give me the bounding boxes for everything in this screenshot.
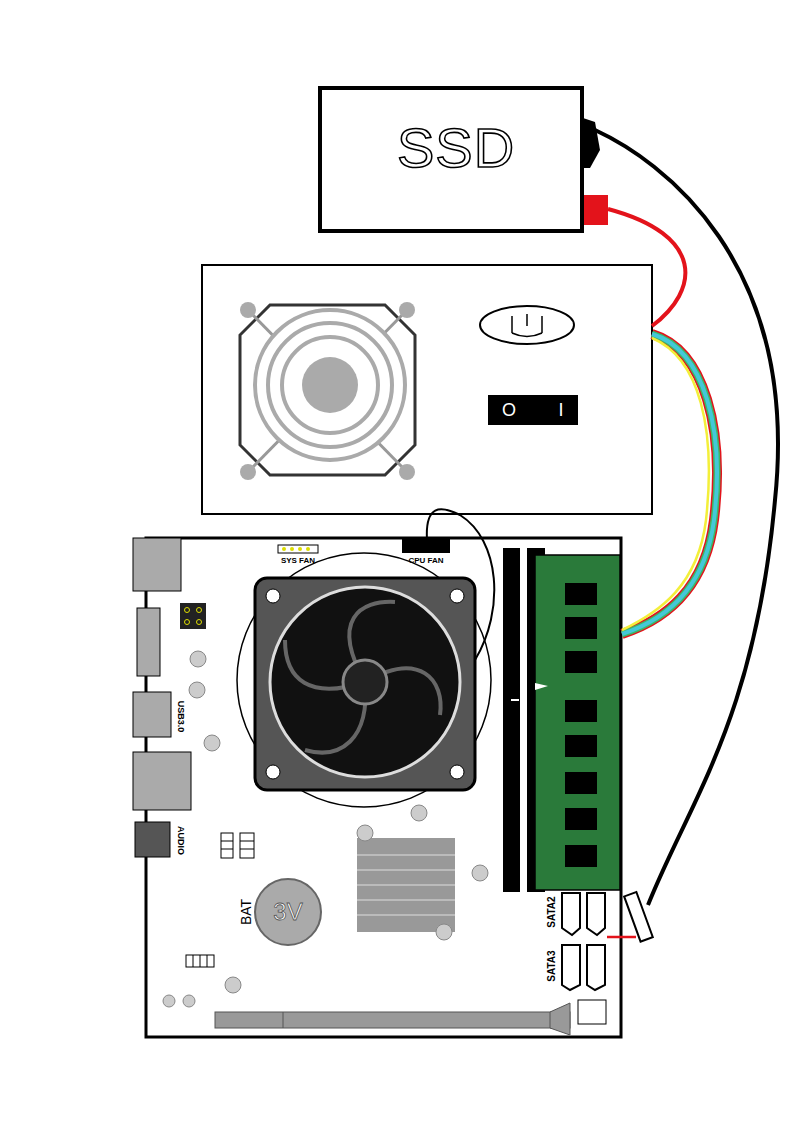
header-label: SYS FAN xyxy=(281,557,315,565)
ssd-box: SSD xyxy=(318,86,584,233)
battery-label: BAT xyxy=(239,899,253,925)
switch-on: I xyxy=(558,401,563,419)
switch-off: O xyxy=(502,401,516,419)
battery-voltage: 3V xyxy=(273,900,302,924)
ssd-label: SSD xyxy=(397,120,515,176)
header-label: CPU FAN xyxy=(408,557,443,565)
port-label: USB3.0 xyxy=(176,700,185,732)
port-label: AUDIO xyxy=(176,826,185,855)
port-label: SATA2 xyxy=(547,896,557,927)
battery: BAT 3V xyxy=(236,876,326,948)
port-label: SATA3 xyxy=(547,950,557,981)
